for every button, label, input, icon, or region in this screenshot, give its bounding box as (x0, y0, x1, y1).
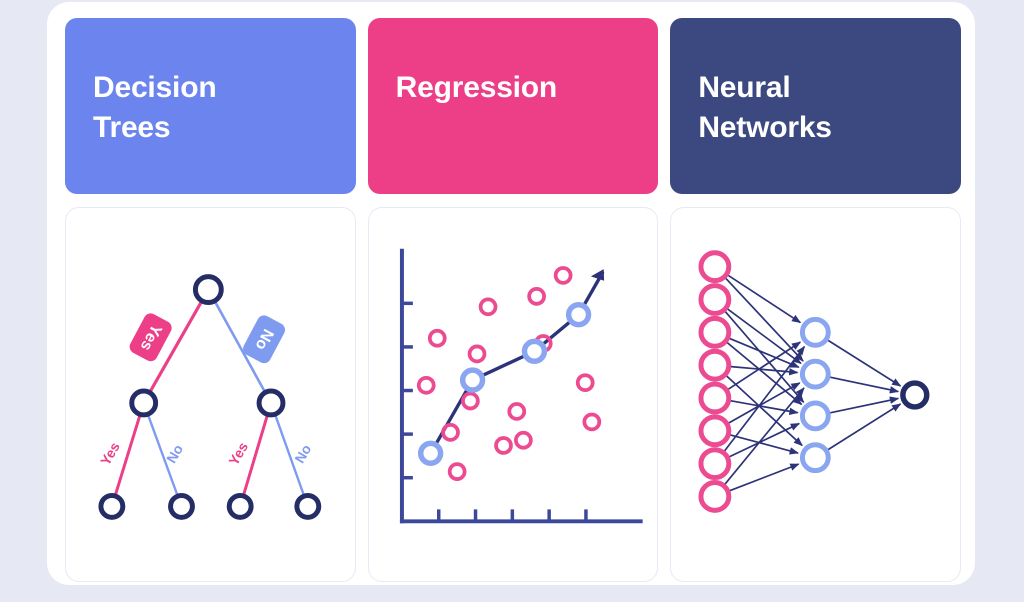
svg-text:Yes: Yes (97, 439, 123, 468)
category-header-row: Decision Trees Regression Neural Network… (65, 18, 962, 194)
category-card-decision-trees[interactable]: Decision Trees (65, 18, 356, 194)
category-title-neural-networks: Neural Networks (698, 71, 832, 144)
category-title-regression: Regression (395, 71, 558, 104)
neural-network-illustration (698, 250, 930, 513)
category-title-decision-trees: Decision Trees (93, 71, 217, 144)
regression-scatter-plot (399, 248, 643, 524)
category-card-neural-networks[interactable]: Neural Networks (670, 18, 962, 194)
svg-text:Yes: Yes (225, 439, 251, 468)
diagram-card-neural-network[interactable] (670, 207, 962, 582)
main-panel: Decision Trees Regression Neural Network… (47, 2, 975, 585)
svg-text:No: No (291, 442, 314, 466)
category-card-regression[interactable]: Regression (367, 18, 659, 194)
diagram-card-regression[interactable] (367, 207, 659, 582)
